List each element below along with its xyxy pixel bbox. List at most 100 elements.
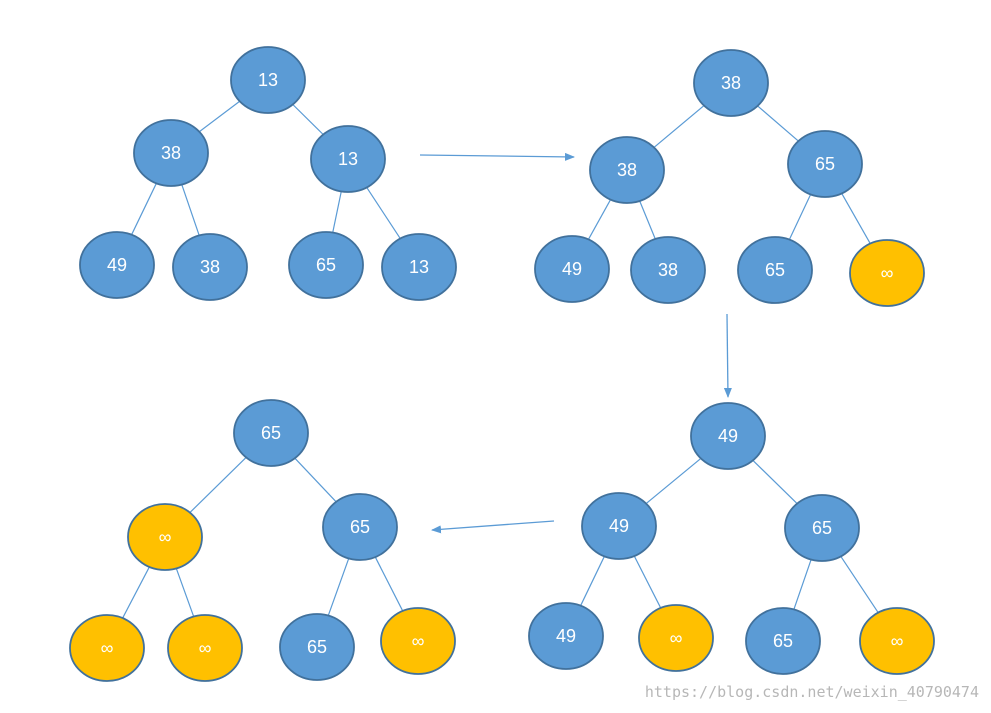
tree-4-node-infinity: ∞ xyxy=(127,503,203,571)
tree-4-node-infinity: ∞ xyxy=(167,614,243,682)
tree-1-node: 49 xyxy=(79,231,155,299)
node-label: 49 xyxy=(107,255,127,275)
node-shape xyxy=(288,231,364,299)
tree-2-node: 38 xyxy=(693,49,769,117)
tree-3-node: 65 xyxy=(784,494,860,562)
node-shape xyxy=(322,493,398,561)
node-label: 65 xyxy=(773,631,793,651)
tree-2-edge xyxy=(587,199,612,240)
node-shape xyxy=(69,614,145,682)
tree-4-edge xyxy=(175,568,195,617)
tree-1-edge xyxy=(366,187,401,239)
tree-2-node: 38 xyxy=(589,136,665,204)
node-shape xyxy=(380,607,456,675)
node-label: 65 xyxy=(815,154,835,174)
tree-2-edge xyxy=(653,105,705,148)
node-label: 49 xyxy=(609,516,629,536)
node-shape xyxy=(581,492,657,560)
node-label: 38 xyxy=(200,257,220,277)
tree-1-edge xyxy=(131,183,157,235)
tree-1-edge xyxy=(332,191,342,233)
node-label: 65 xyxy=(812,518,832,538)
node-label: ∞ xyxy=(412,631,425,651)
node-shape xyxy=(230,46,306,114)
node-shape xyxy=(167,614,243,682)
node-label: ∞ xyxy=(891,631,904,651)
node-shape xyxy=(381,233,457,301)
node-label: 38 xyxy=(658,260,678,280)
node-shape xyxy=(690,402,766,470)
node-label: ∞ xyxy=(881,263,894,283)
node-shape xyxy=(787,130,863,198)
tree-4-edge xyxy=(189,456,247,514)
tree-2-node: 65 xyxy=(737,236,813,304)
tree-1-node: 65 xyxy=(288,231,364,299)
tree-1-node: 13 xyxy=(381,233,457,301)
tree-4-node-infinity: ∞ xyxy=(69,614,145,682)
tree-4-node: 65 xyxy=(322,493,398,561)
tree-4-node: 65 xyxy=(279,613,355,681)
tree-4-edge xyxy=(327,558,350,616)
node-shape xyxy=(127,503,203,571)
flow-arrow-2 xyxy=(723,313,732,398)
node-label: 65 xyxy=(261,423,281,443)
watermark-url: https://blog.csdn.net/weixin_40790474 xyxy=(644,683,979,701)
node-label: 65 xyxy=(765,260,785,280)
node-shape xyxy=(849,239,925,307)
node-label: 65 xyxy=(350,517,370,537)
node-shape xyxy=(859,607,935,675)
node-label: 13 xyxy=(409,257,429,277)
tree-3-node: 49 xyxy=(690,402,766,470)
tree-1-edge xyxy=(198,100,241,133)
node-shape xyxy=(534,235,610,303)
tree-3-edge xyxy=(840,556,879,613)
tree-2-edge xyxy=(639,200,656,240)
tree-1-node: 13 xyxy=(310,125,386,193)
node-shape xyxy=(638,604,714,672)
tree-3-edge xyxy=(793,559,812,610)
node-label: 38 xyxy=(161,143,181,163)
tree-1-edge xyxy=(181,184,200,236)
node-label: 13 xyxy=(338,149,358,169)
tree-2-edge xyxy=(757,105,799,142)
nodes-layer: 13 38 13 49 38 65 13 38 38 65 49 38 65 ∞ 49 49 65 49 ∞ 65 ∞ 6… xyxy=(69,46,935,682)
node-label: 49 xyxy=(562,259,582,279)
node-shape xyxy=(79,231,155,299)
tree-4-edge xyxy=(374,556,404,612)
node-shape xyxy=(133,119,209,187)
flow-arrow-3 xyxy=(431,520,555,534)
node-label: 38 xyxy=(721,73,741,93)
node-shape xyxy=(589,136,665,204)
node-shape xyxy=(693,49,769,117)
node-label: ∞ xyxy=(670,628,683,648)
node-label: 65 xyxy=(307,637,327,657)
flow-arrow-1 xyxy=(419,152,575,161)
tree-3-node-infinity: ∞ xyxy=(638,604,714,672)
node-shape xyxy=(172,233,248,301)
node-shape xyxy=(630,236,706,304)
tree-3-edge xyxy=(633,555,662,609)
tree-1-node: 38 xyxy=(133,119,209,187)
node-shape xyxy=(233,399,309,467)
node-shape xyxy=(279,613,355,681)
tree-4-edge xyxy=(122,566,150,619)
node-label: ∞ xyxy=(101,638,114,658)
node-label: 38 xyxy=(617,160,637,180)
tree-1-node: 13 xyxy=(230,46,306,114)
node-label: 13 xyxy=(258,70,278,90)
node-shape xyxy=(737,236,813,304)
tree-2-node: 38 xyxy=(630,236,706,304)
tree-3-node: 65 xyxy=(745,607,821,675)
node-shape xyxy=(784,494,860,562)
node-shape xyxy=(745,607,821,675)
node-shape xyxy=(528,602,604,670)
node-label: 49 xyxy=(556,626,576,646)
tree-1-edge xyxy=(292,104,324,135)
tree-3-node: 49 xyxy=(528,602,604,670)
tree-2-edge xyxy=(841,193,871,244)
edges-layer xyxy=(122,100,879,619)
node-label: 49 xyxy=(718,426,738,446)
tree-2-node-infinity: ∞ xyxy=(849,239,925,307)
tree-2-edge xyxy=(788,194,812,240)
tree-2-node: 65 xyxy=(787,130,863,198)
